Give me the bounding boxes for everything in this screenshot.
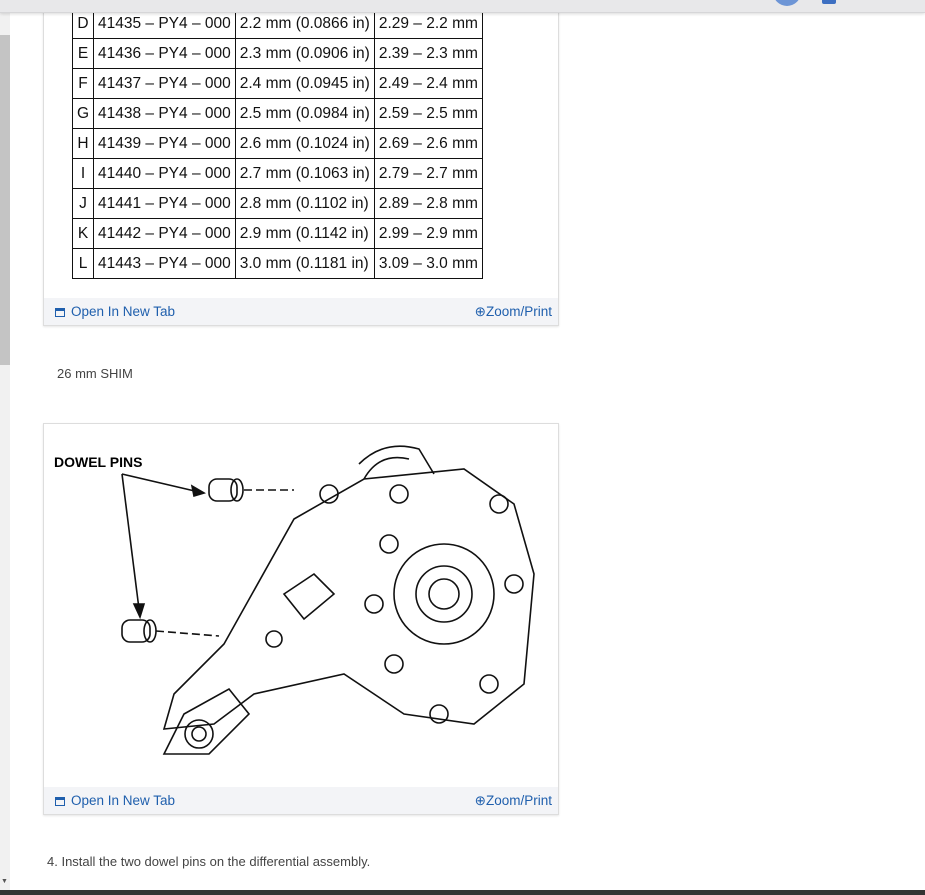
caption: 26 mm SHIM (57, 366, 133, 381)
figure-footer: Open In New Tab ⊕Zoom/Print (44, 787, 558, 814)
table-cell: 2.7 mm (0.1063 in) (234, 158, 375, 189)
zoom-label: Zoom/Print (485, 304, 552, 319)
table-cell: 41443 – PY4 – 000 (93, 248, 236, 279)
table-cell: 41438 – PY4 – 000 (93, 98, 236, 129)
table-cell: 2.99 – 2.9 mm (373, 218, 483, 249)
open-tab-icon (55, 308, 65, 317)
profile-avatar[interactable] (773, 0, 801, 6)
table-cell: 2.29 – 2.2 mm (373, 8, 483, 39)
zoom-print-link[interactable]: ⊕Zoom/Print (475, 793, 552, 809)
table-cell: G (72, 98, 94, 129)
table-cell: 41442 – PY4 – 000 (93, 218, 236, 249)
table-cell: 2.5 mm (0.0984 in) (234, 98, 375, 129)
table-cell: 41437 – PY4 – 000 (93, 68, 236, 99)
scrollbar[interactable]: ▼ (0, 12, 10, 890)
dowel-pins-label: DOWEL PINS (54, 454, 142, 470)
table-cell: K (72, 218, 94, 249)
table-cell: F (72, 68, 94, 99)
table-cell: 2.49 – 2.4 mm (373, 68, 483, 99)
table-cell: L (72, 248, 94, 279)
table-cell: 3.0 mm (0.1181 in) (234, 248, 375, 279)
table-cell: 2.4 mm (0.0945 in) (234, 68, 375, 99)
open-label: Open In New Tab (71, 304, 176, 319)
extension-icon[interactable] (822, 0, 836, 4)
zoom-icon: ⊕ (474, 793, 486, 808)
table-cell: 41441 – PY4 – 000 (93, 188, 236, 219)
table-cell: 2.69 – 2.6 mm (373, 128, 483, 159)
zoom-print-link[interactable]: ⊕Zoom/Print (475, 304, 552, 320)
table-cell: 2.3 mm (0.0906 in) (234, 38, 375, 69)
scrollbar-thumb[interactable] (0, 35, 10, 365)
table-cell: 2.2 mm (0.0866 in) (234, 8, 375, 39)
open-tab-icon (55, 797, 65, 806)
table-cell: E (72, 38, 94, 69)
browser-toolbar (0, 0, 925, 13)
table-cell: 2.89 – 2.8 mm (373, 188, 483, 219)
dowel-pins-figure: DOWEL PINS Open In New Tab ⊕Zoom/Print (43, 423, 559, 815)
table-cell: 2.8 mm (0.1102 in) (234, 188, 375, 219)
zoom-icon: ⊕ (474, 304, 486, 319)
step-instruction: 4. Install the two dowel pins on the dif… (47, 854, 371, 869)
table-cell: 41439 – PY4 – 000 (93, 128, 236, 159)
zoom-label: Zoom/Print (485, 793, 552, 808)
table-cell: 2.59 – 2.5 mm (373, 98, 483, 129)
table-cell: I (72, 158, 94, 189)
table-cell: 2.79 – 2.7 mm (373, 158, 483, 189)
table-cell: D (72, 8, 94, 39)
open-in-new-tab-link[interactable]: Open In New Tab (55, 793, 175, 808)
table-cell: 41436 – PY4 – 000 (93, 38, 236, 69)
bottom-bar (0, 890, 925, 895)
open-in-new-tab-link[interactable]: Open In New Tab (55, 304, 175, 319)
table-cell: 3.09 – 3.0 mm (373, 248, 483, 279)
table-cell: 2.9 mm (0.1142 in) (234, 218, 375, 249)
table-cell: J (72, 188, 94, 219)
scroll-down-icon[interactable]: ▼ (1, 878, 8, 885)
figure-footer: Open In New Tab ⊕Zoom/Print (44, 298, 558, 325)
table-cell: 41440 – PY4 – 000 (93, 158, 236, 189)
table-cell: 2.39 – 2.3 mm (373, 38, 483, 69)
table-cell: 41435 – PY4 – 000 (93, 8, 236, 39)
table-cell: 2.6 mm (0.1024 in) (234, 128, 375, 159)
differential-diagram: DOWEL PINS (54, 445, 535, 755)
table-cell: H (72, 128, 94, 159)
open-label: Open In New Tab (71, 793, 176, 808)
